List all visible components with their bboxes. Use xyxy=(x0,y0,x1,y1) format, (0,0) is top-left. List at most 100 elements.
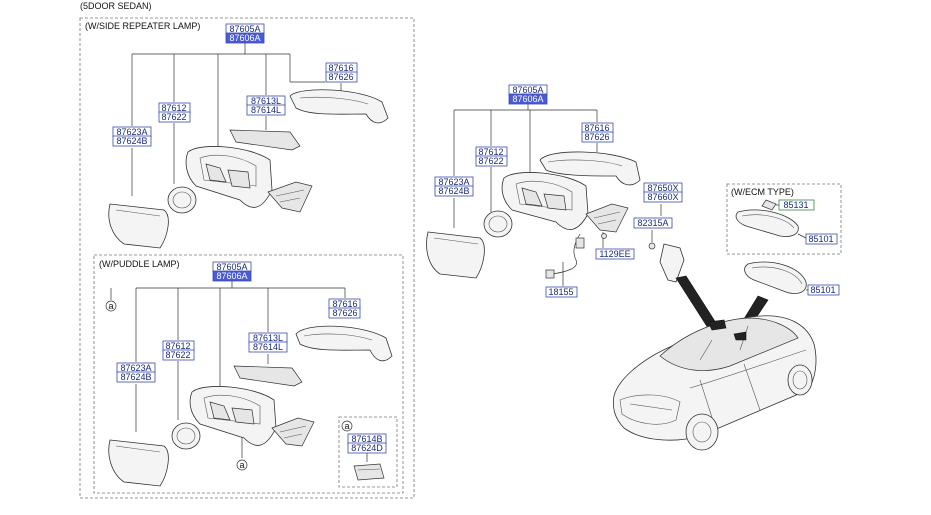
part-number: 87612 xyxy=(161,103,186,113)
puddle-lamp-section: (W/PUDDLE LAMP) 87605A 87606A 87616 8762… xyxy=(99,259,398,488)
diagram-title: (5DOOR SEDAN) xyxy=(80,1,152,11)
label-box xyxy=(633,217,673,229)
part-number: 87660X xyxy=(647,192,678,202)
ecm-section: (W/ECM TYPE) 85131 85101 85101 xyxy=(731,187,840,296)
part-number: 87623A xyxy=(120,363,151,373)
ecm-frame xyxy=(726,183,842,255)
label-box xyxy=(248,341,288,353)
part-number: 87623A xyxy=(438,177,469,187)
label-box xyxy=(595,248,635,260)
part-number: 85101 xyxy=(808,234,833,244)
mirror-glass xyxy=(426,231,485,279)
part-number: 85131 xyxy=(783,200,808,210)
part-number: 87650X xyxy=(647,183,678,193)
part-number: 87616 xyxy=(328,63,353,73)
mirror-actuator xyxy=(167,186,197,214)
label-box-highlight xyxy=(212,270,252,282)
label-box xyxy=(116,371,156,383)
label-box xyxy=(643,191,683,203)
part-number: 87624D xyxy=(351,443,383,453)
pointer-arrow xyxy=(675,275,719,329)
callout-a-letter: a xyxy=(239,460,244,470)
car-illustration xyxy=(612,275,817,451)
part-number-highlight: 87606A xyxy=(229,33,260,43)
label-box xyxy=(545,286,578,298)
part-number: 87622 xyxy=(165,350,190,360)
mirror-glass xyxy=(108,203,169,249)
part-number: 87624B xyxy=(438,186,469,196)
part-number-highlight: 87606A xyxy=(512,94,543,104)
label-box-highlight xyxy=(508,93,548,105)
part-number: 87626 xyxy=(328,72,353,82)
part-number-highlight: 87606A xyxy=(216,271,247,281)
part-number: 87624B xyxy=(120,372,151,382)
car-wheel xyxy=(787,364,813,396)
part-number: 87605A xyxy=(229,24,260,34)
mirror-bracket xyxy=(659,243,685,283)
side-repeater-section: (W/SIDE REPEATER LAMP) 87605A 87606A 876… xyxy=(85,21,389,249)
label-box xyxy=(112,135,152,147)
part-number: 87614L xyxy=(251,105,281,115)
label-box xyxy=(246,104,286,116)
part-number: 87613L xyxy=(253,333,283,343)
mirror-cover xyxy=(289,89,389,124)
middle-assembly-section: 87605A 87606A 87616 87626 87612 87622 87… xyxy=(426,84,685,298)
label-box xyxy=(162,349,195,361)
mirror-actuator xyxy=(171,422,201,450)
puddle-lamp-frame xyxy=(93,254,404,494)
mirror-housing xyxy=(189,386,277,446)
part-number: 87614B xyxy=(351,434,382,444)
callout-a-letter: a xyxy=(108,301,113,311)
part-number: 87605A xyxy=(216,262,247,272)
part-number: 87613L xyxy=(251,96,281,106)
side-repeater-lamp xyxy=(233,365,303,387)
label-box xyxy=(328,307,361,319)
label-box-highlight xyxy=(225,32,265,44)
part-number: 87622 xyxy=(478,156,503,166)
car-wheel xyxy=(685,413,719,451)
part-number: 85101 xyxy=(810,285,835,295)
puddle-lamp-title: (W/PUDDLE LAMP) xyxy=(99,259,180,269)
label-box xyxy=(325,71,358,83)
ecm-mirror xyxy=(735,209,799,237)
mirror-cover xyxy=(295,325,393,362)
side-repeater-title: (W/SIDE REPEATER LAMP) xyxy=(85,21,200,31)
part-number: 87605A xyxy=(512,85,543,95)
part-number: 87616 xyxy=(584,123,609,133)
part-number: 87612 xyxy=(165,341,190,351)
part-number: 87616 xyxy=(332,299,357,309)
part-number: 18155 xyxy=(548,287,573,297)
mirror-actuator xyxy=(483,210,513,238)
label-box xyxy=(807,284,840,296)
part-number: 87626 xyxy=(332,308,357,318)
label-box xyxy=(434,185,474,197)
part-number: 87623A xyxy=(116,127,147,137)
car-roof xyxy=(659,317,799,371)
label-box xyxy=(158,111,191,123)
part-number: 1129EE xyxy=(599,249,630,259)
side-repeater-lamp xyxy=(229,129,301,151)
label-box xyxy=(805,233,838,245)
callout-a-circle xyxy=(236,459,248,471)
ecm-title: (W/ECM TYPE) xyxy=(731,187,794,197)
ecm-screw xyxy=(761,199,777,211)
part-number: 87612 xyxy=(478,147,503,157)
mirror-base xyxy=(585,203,629,233)
callout-a-circle xyxy=(341,420,353,432)
car-outside-mirror xyxy=(733,331,747,341)
puddle-detail-frame xyxy=(338,416,398,488)
part-number: 87626 xyxy=(584,132,609,142)
label-box xyxy=(581,131,614,143)
mirror-glass xyxy=(108,439,169,487)
puddle-lamp xyxy=(353,463,385,481)
callout-a-circle xyxy=(105,300,117,312)
mirror-housing xyxy=(501,172,589,230)
car-inside-mirror xyxy=(707,319,727,331)
part-number: 87614L xyxy=(253,342,283,352)
part-number: 87622 xyxy=(161,112,186,122)
label-box xyxy=(475,155,508,167)
mirror-base xyxy=(267,181,313,213)
inside-mirror xyxy=(744,261,807,294)
part-number: 87624B xyxy=(116,136,147,146)
